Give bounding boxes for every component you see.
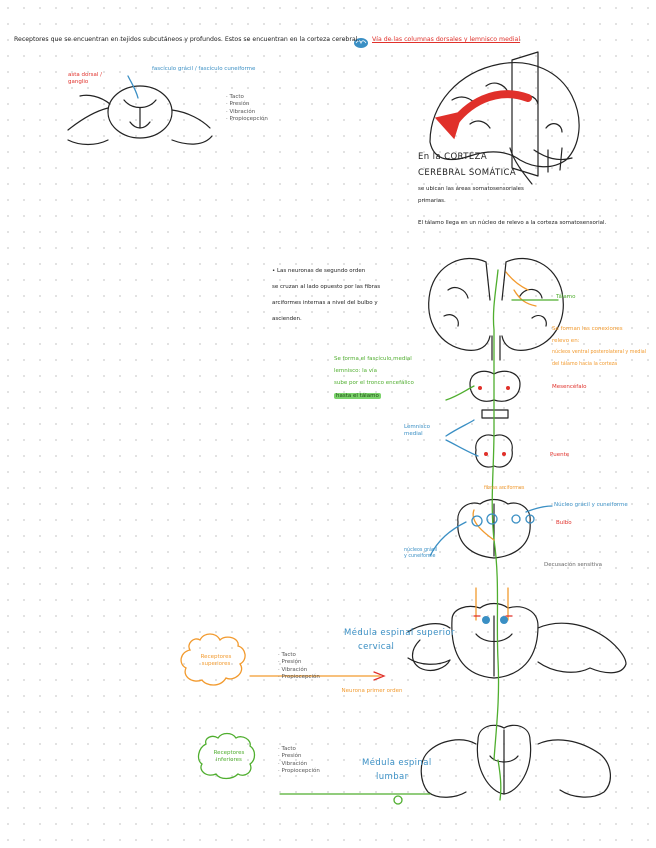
cortex-desc-2: primarias. — [418, 198, 446, 205]
cortex-desc-1: se ubican las áreas somatosensoriales — [418, 186, 524, 193]
decussation-line-2: se cruzan al lado opuesto por las fibras — [272, 284, 380, 291]
cortex-title-1: En la CORTEZA — [418, 152, 487, 163]
label-bulbo: Bulbo — [556, 520, 572, 527]
list-item: · Presión — [278, 659, 320, 666]
list-item: · Presión — [226, 101, 268, 108]
red-arrow — [452, 94, 528, 126]
brain-coronal-section — [429, 259, 564, 360]
cortex-title-2: CEREBRAL SOMÁTICA — [418, 168, 516, 179]
label-nucleo-gracil: Núcleo grácil y cuneiforme — [554, 502, 628, 509]
small-spinal-cord-section — [68, 86, 212, 145]
medulla-section — [458, 500, 530, 559]
top-left-blue-label: fascículo grácil / fascículo cuneiforme — [152, 66, 272, 73]
upper-spinal-cord-section — [408, 604, 626, 679]
label-mesencefalo: Mesencéfalo — [552, 384, 586, 391]
label-orange-note-1: Se forman las conexiones — [552, 326, 623, 333]
lower-spinal-cord-section — [421, 725, 610, 797]
list-item: · Propiocepción — [278, 768, 320, 775]
label-medula-sup-2: cervical — [358, 642, 394, 653]
decussation-line-1: • Las neuronas de segundo orden — [272, 268, 365, 275]
label-medula-inf-2: lumbar — [376, 772, 409, 783]
decussation-line-3: arciformes internas a nivel del bulbo y — [272, 300, 378, 307]
green-note-line-3: sube por el tronco encefálico — [334, 380, 414, 387]
receptors-upper-title: Receptores superiores — [194, 654, 238, 668]
mesencephalon-section — [470, 371, 520, 418]
label-orange-note-2: relevo en: — [552, 338, 580, 345]
green-note-line-4: hasta el tálamo — [334, 393, 381, 400]
label-medula-inf: Médula espinal — [362, 758, 432, 769]
label-decusacion: Decusación sensitiva — [544, 562, 602, 569]
label-orange-note-3: núcleos ventral posterolateral y medial — [552, 350, 646, 356]
receptors-upper-items: · Tacto · Presión · Vibración · Propioce… — [278, 652, 320, 682]
green-note-line-1: Se forma el fascículo medial — [334, 356, 412, 363]
decussation-line-4: ascienden. — [272, 316, 302, 323]
label-orange-note-4: del tálamo hacia la corteza — [552, 362, 617, 368]
top-left-items: · Tacto · Presión · Vibración · Propioce… — [226, 94, 268, 124]
receptors-lower-items: · Tacto · Presión · Vibración · Propioce… — [278, 746, 320, 776]
label-fibras: fibras arciformes — [484, 486, 524, 492]
list-item: · Presión — [278, 753, 320, 760]
receptors-lower-title: Receptores inferiores — [206, 750, 252, 764]
label-puente: Puente — [550, 452, 569, 459]
label-neurona-1: Neurona primer orden — [340, 688, 404, 695]
green-note-line-2: lemnisco: la vía — [334, 368, 377, 375]
top-left-red-label: asta dorsal / ganglio — [68, 72, 108, 86]
list-item: · Propiocepción — [226, 116, 268, 123]
label-talamo: Tálamo — [556, 294, 575, 301]
label-lemnisco: Lemnisco medial — [404, 424, 448, 438]
header-highlight: Vía de las columnas dorsales y lemnisco … — [372, 36, 520, 44]
label-blue-small: núcleos grácil y cuneiforme — [404, 548, 440, 560]
label-medula-sup: Médula espinal superior — [344, 628, 455, 639]
list-item: · Propiocepción — [278, 674, 320, 681]
header-text: Receptores que se encuentran en tejidos … — [14, 36, 354, 44]
cortex-note: El tálamo llega en un núcleo de relevo a… — [418, 220, 640, 227]
